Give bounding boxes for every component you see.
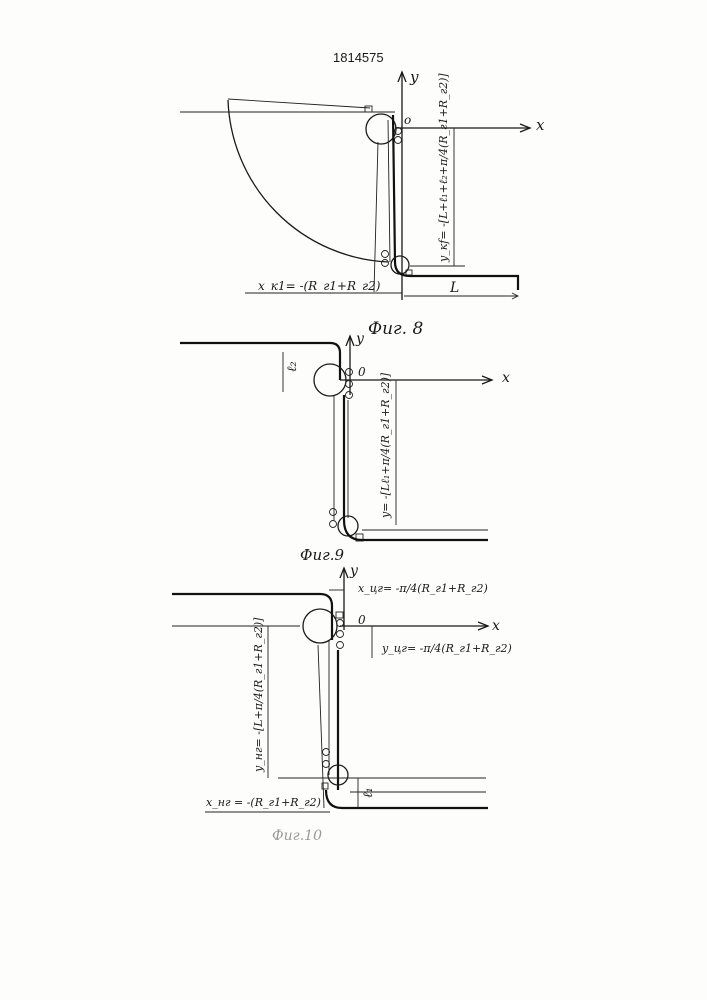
fig9-small-roller <box>346 369 353 376</box>
figure-10: y x 0 x_цг= -π/4(R_г1+R_г2) y_цг= -π/4(R… <box>172 563 512 844</box>
fig9-small-roller <box>346 381 353 388</box>
fig8-dim-l-label: L <box>449 280 459 296</box>
patent-number: 1814575 <box>333 50 384 65</box>
fig10-marker <box>336 612 343 618</box>
fig8-dim-x-label: x_к1= -(R_г1+R_г2) <box>258 279 381 293</box>
fig8-strip-left <box>393 115 395 262</box>
fig8-caption: Фиг. 8 <box>368 319 423 339</box>
fig8-origin-label: o <box>404 113 411 127</box>
fig9-dim-l2-label: ℓ₂ <box>285 361 300 372</box>
fig8-marker <box>365 106 372 112</box>
fig10-x-label: x <box>492 618 500 634</box>
fig10-small-roller <box>337 631 344 638</box>
fig9-small-roller <box>330 509 337 516</box>
fig8-radius-line <box>228 99 370 108</box>
fig10-small-roller <box>337 642 344 649</box>
figure-9: y x 0 ℓ₂ y= -[Lℓ₁+π/4(R_г1+R_г2)] Фиг.9 <box>180 331 510 564</box>
fig8-quarter-arc <box>228 100 388 262</box>
fig9-small-roller <box>330 521 337 528</box>
fig9-origin-label: 0 <box>358 365 366 379</box>
fig10-origin-label: 0 <box>358 613 366 627</box>
fig10-small-roller <box>323 761 330 768</box>
fig10-dim-xn-label: x_нг = -(R_г1+R_г2) <box>206 796 321 809</box>
fig9-dim-vertical-label: y= -[Lℓ₁+π/4(R_г1+R_г2)] <box>379 372 392 519</box>
fig10-caption: Фиг.10 <box>272 828 322 844</box>
figure-8: y x o y_кf= -[L+ℓ₁+ℓ₂+π/4(R_г1+R_г2)] <box>180 68 545 339</box>
fig8-large-roller <box>366 114 396 144</box>
fig9-small-roller <box>346 392 353 399</box>
fig10-dim-xc-label: x_цг= -π/4(R_г1+R_г2) <box>358 582 488 595</box>
fig8-y-label: y <box>409 68 419 86</box>
fig8-slanted-line <box>374 142 378 292</box>
fig9-top-strip <box>180 343 340 380</box>
fig10-y-label: y <box>349 563 359 579</box>
fig10-small-roller <box>323 749 330 756</box>
fig8-small-roller <box>382 251 389 258</box>
fig8-x-label: x <box>536 116 545 134</box>
fig10-dim-yc-label: y_цг= -π/4(R_г1+R_г2) <box>381 642 512 655</box>
fig10-slanted-line <box>318 645 324 808</box>
fig9-y-label: y <box>355 331 365 347</box>
fig10-dim-vertical-label: y_нг= -[L+π/4(R_г1+R_г2)] <box>252 617 265 773</box>
fig9-x-label: x <box>502 370 510 386</box>
fig9-caption: Фиг.9 <box>300 546 344 564</box>
fig8-dim-vertical-label: y_кf= -[L+ℓ₁+ℓ₂+π/4(R_г1+R_г2)] <box>437 73 450 263</box>
fig10-dim-l1-label: ℓ₁ <box>361 787 376 798</box>
fig8-small-roller <box>382 260 389 267</box>
fig10-bottom-strip <box>326 790 488 808</box>
fig8-small-roller <box>395 137 402 144</box>
